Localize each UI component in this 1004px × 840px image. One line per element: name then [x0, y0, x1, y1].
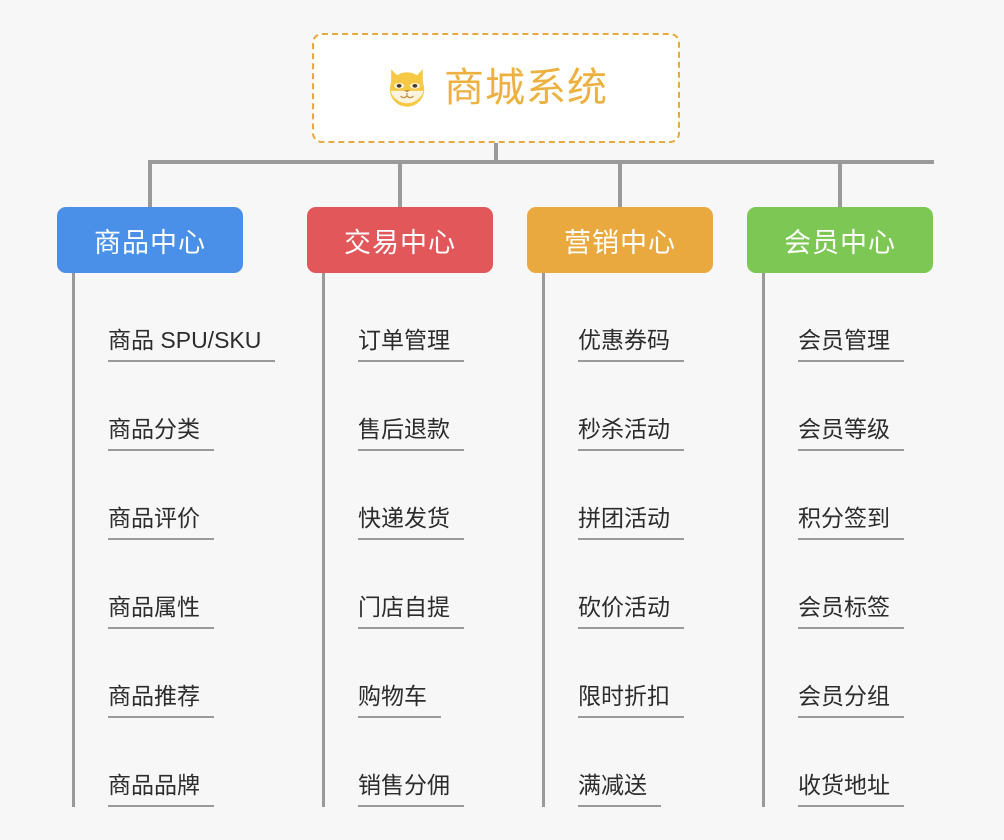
leaf-label: 会员分组: [798, 684, 904, 718]
leaf-label: 会员管理: [798, 328, 904, 362]
leaf-label: 会员等级: [798, 417, 904, 451]
branch-items-2: 订单管理 售后退款 快递发货 门店自提 购物车 销售分佣: [322, 273, 493, 807]
branch-header-1[interactable]: 商品中心: [57, 207, 243, 273]
list-item[interactable]: 收货地址: [765, 718, 933, 807]
list-item[interactable]: 销售分佣: [325, 718, 493, 807]
list-item[interactable]: 快递发货: [325, 451, 493, 540]
list-item[interactable]: 门店自提: [325, 540, 493, 629]
leaf-label: 商品 SPU/SKU: [108, 328, 276, 362]
branch-header-label-3: 营销中心: [564, 227, 676, 258]
leaf-label: 购物车: [358, 684, 441, 718]
list-item[interactable]: 积分签到: [765, 451, 933, 540]
list-item[interactable]: 秒杀活动: [545, 362, 713, 451]
list-item[interactable]: 拼团活动: [545, 451, 713, 540]
list-item[interactable]: 商品评价: [75, 451, 243, 540]
leaf-label: 商品分类: [108, 417, 214, 451]
list-item[interactable]: 商品品牌: [75, 718, 243, 807]
list-item[interactable]: 商品属性: [75, 540, 243, 629]
connector-drop-3: [618, 160, 622, 207]
branch-header-label-2: 交易中心: [344, 227, 456, 258]
list-item[interactable]: 售后退款: [325, 362, 493, 451]
leaf-label: 快递发货: [358, 506, 464, 540]
branch-header-3[interactable]: 营销中心: [527, 207, 713, 273]
leaf-label: 会员标签: [798, 595, 904, 629]
branch-header-label-4: 会员中心: [784, 227, 896, 258]
list-item[interactable]: 优惠券码: [545, 273, 713, 362]
leaf-label: 销售分佣: [358, 773, 464, 807]
branch-column-4: 会员中心 会员管理 会员等级 积分签到 会员标签 会员分组 收货地址: [747, 207, 933, 807]
connector-drop-2: [398, 160, 402, 207]
list-item[interactable]: 会员分组: [765, 629, 933, 718]
leaf-label: 砍价活动: [578, 595, 684, 629]
list-item[interactable]: 会员等级: [765, 362, 933, 451]
list-item[interactable]: 限时折扣: [545, 629, 713, 718]
branch-column-1: 商品中心 商品 SPU/SKU 商品分类 商品评价 商品属性 商品推荐 商品品牌: [57, 207, 276, 807]
root-label: 商城系统: [444, 66, 608, 110]
connector-drop-1: [148, 160, 152, 207]
leaf-label: 积分签到: [798, 506, 904, 540]
root-node[interactable]: 商城系统: [312, 33, 680, 143]
list-item[interactable]: 商品 SPU/SKU: [75, 273, 276, 362]
leaf-label: 拼团活动: [578, 506, 684, 540]
connector-horizontal-bus: [150, 160, 934, 164]
list-item[interactable]: 满减送: [545, 718, 713, 807]
leaf-label: 商品推荐: [108, 684, 214, 718]
list-item[interactable]: 会员管理: [765, 273, 933, 362]
leaf-label: 商品属性: [108, 595, 214, 629]
branch-items-3: 优惠券码 秒杀活动 拼团活动 砍价活动 限时折扣 满减送: [542, 273, 713, 807]
leaf-label: 售后退款: [358, 417, 464, 451]
list-item[interactable]: 购物车: [325, 629, 493, 718]
list-item[interactable]: 砍价活动: [545, 540, 713, 629]
leaf-label: 收货地址: [798, 773, 904, 807]
branch-header-4[interactable]: 会员中心: [747, 207, 933, 273]
connector-drop-4: [838, 160, 842, 207]
leaf-label: 秒杀活动: [578, 417, 684, 451]
leaf-label: 满减送: [578, 773, 661, 807]
leaf-label: 优惠券码: [578, 328, 684, 362]
list-item[interactable]: 订单管理: [325, 273, 493, 362]
leaf-label: 门店自提: [358, 595, 464, 629]
list-item[interactable]: 会员标签: [765, 540, 933, 629]
connector-root-stem: [494, 143, 498, 163]
leaf-label: 商品评价: [108, 506, 214, 540]
list-item[interactable]: 商品分类: [75, 362, 243, 451]
branch-column-3: 营销中心 优惠券码 秒杀活动 拼团活动 砍价活动 限时折扣 满减送: [527, 207, 713, 807]
branch-header-label-1: 商品中心: [94, 227, 206, 258]
list-item[interactable]: 商品推荐: [75, 629, 243, 718]
branch-items-4: 会员管理 会员等级 积分签到 会员标签 会员分组 收货地址: [762, 273, 933, 807]
leaf-label: 订单管理: [358, 328, 464, 362]
leaf-label: 商品品牌: [108, 773, 214, 807]
branch-column-2: 交易中心 订单管理 售后退款 快递发货 门店自提 购物车 销售分佣: [307, 207, 493, 807]
shiba-dog-face-icon: [384, 65, 430, 111]
branch-header-2[interactable]: 交易中心: [307, 207, 493, 273]
leaf-label: 限时折扣: [578, 684, 684, 718]
branch-items-1: 商品 SPU/SKU 商品分类 商品评价 商品属性 商品推荐 商品品牌: [72, 273, 276, 807]
